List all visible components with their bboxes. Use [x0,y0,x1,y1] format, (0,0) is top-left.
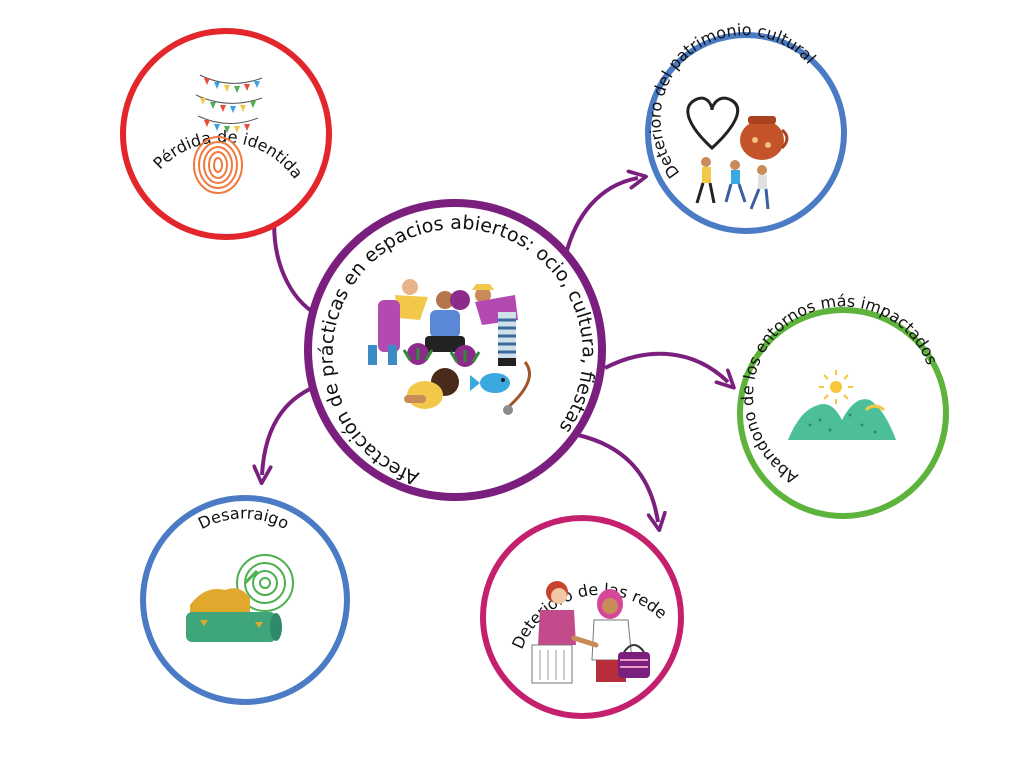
center-node: Afectación de prácticas en espacios abie… [304,199,606,501]
arrow-to-redes [577,433,658,522]
arrow-to-identidad [274,210,319,317]
arrow-to-abandono [604,351,728,382]
handshake-people-icon [531,581,650,684]
node-redes-ring [480,515,684,719]
node-patrimonio: Deterioro del patrimonio cultural [645,20,847,234]
node-abandono-ring [737,307,949,519]
heart-pot-dancers-icon [686,96,789,210]
people-harvesting-icon [368,279,531,415]
bunting-fingerprint-icon [193,74,263,194]
node-abandono: Abandono de los entornos más impactados [737,291,949,519]
node-desarraigo: Desarraigo [140,495,350,705]
arrow-to-patrimonio [563,178,638,259]
node-identidad: Pérdida de identidad espacial/social [0,0,332,240]
uprooted-log-icon [186,554,294,642]
mountains-sun-icon [788,370,896,440]
node-identidad-ring [120,28,332,240]
